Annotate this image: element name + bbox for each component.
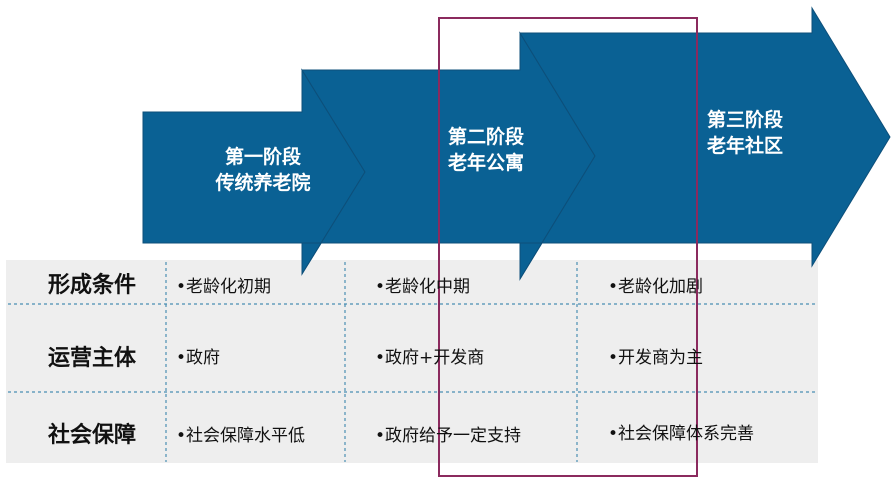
stage-2-highlight-frame <box>438 17 698 477</box>
stage-1-label: 第一阶段 传统养老院 <box>188 144 338 196</box>
stage-1-title: 第一阶段 <box>224 146 301 168</box>
stage-3-title: 第三阶段 <box>706 109 783 131</box>
cell-social-security-stage-2: •政府给予一定支持 <box>375 426 522 446</box>
cell-formation-stage-1: •老龄化初期 <box>176 277 272 297</box>
cell-operator-stage-1: •政府 <box>176 348 221 368</box>
row-label-operator: 运营主体 <box>47 346 136 371</box>
stage-2-title: 第二阶段 <box>447 126 524 148</box>
stage-3-name: 老年社区 <box>706 135 783 157</box>
row-label-social-security: 社会保障 <box>47 423 136 448</box>
stage-arrow-3 <box>519 6 891 281</box>
row-label-formation: 形成条件 <box>47 273 136 298</box>
cell-formation-stage-2: •老龄化中期 <box>375 277 471 297</box>
cell-operator-stage-3: •开发商为主 <box>608 348 704 368</box>
cell-social-security-stage-1: •社会保障水平低 <box>176 426 306 446</box>
stage-2-label: 第二阶段 老年公寓 <box>411 124 561 176</box>
cell-formation-stage-3: •老龄化加剧 <box>608 277 704 297</box>
cell-social-security-stage-3: •社会保障体系完善 <box>608 424 755 444</box>
cell-operator-stage-2: •政府+开发商 <box>375 348 485 368</box>
table-background <box>6 260 818 463</box>
stage-3-label: 第三阶段 老年社区 <box>670 107 820 159</box>
stage-1-name: 传统养老院 <box>215 172 311 194</box>
stage-2-name: 老年公寓 <box>447 152 524 174</box>
